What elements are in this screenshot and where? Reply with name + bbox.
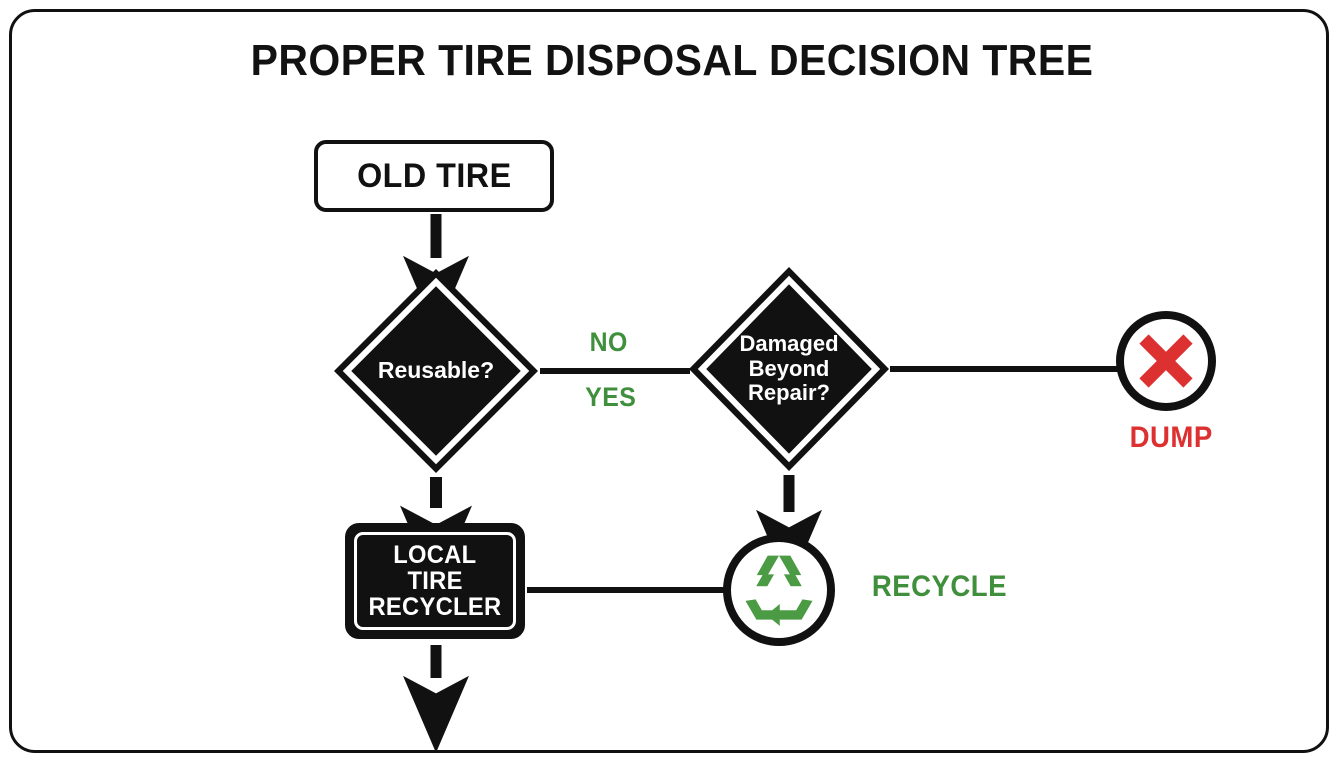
x-mark-icon (1139, 334, 1193, 388)
edge-label-no: NO (589, 327, 628, 357)
outer-frame (9, 9, 1329, 753)
page-title: PROPER TIRE DISPOSAL DECISION TREE (250, 36, 1094, 85)
node-recycler-inner: LOCAL TIRE RECYCLER (354, 532, 516, 630)
node-recycler-line2: TIRE (407, 566, 463, 595)
node-dump[interactable] (1116, 311, 1216, 411)
node-recycler-line1: LOCAL (393, 540, 477, 569)
diamond-shape-reusable (334, 269, 538, 473)
node-recycler-line3: RECYCLER (368, 593, 502, 622)
node-local-tire-recycler[interactable]: LOCAL TIRE RECYCLER (345, 523, 525, 639)
node-reusable-decision[interactable]: Reusable? (330, 265, 542, 477)
node-old-tire-label: OLD TIRE (356, 156, 512, 195)
node-damaged-decision[interactable]: Damaged Beyond Repair? (685, 263, 893, 475)
diamond-shape-damaged (689, 267, 889, 471)
node-dump-label: DUMP (1129, 421, 1213, 454)
node-recycle[interactable] (723, 534, 835, 646)
node-recycle-label: RECYCLE (871, 570, 1007, 603)
node-old-tire[interactable]: OLD TIRE (314, 140, 554, 212)
edge-label-yes: YES (585, 382, 637, 412)
recycle-icon (745, 555, 813, 626)
